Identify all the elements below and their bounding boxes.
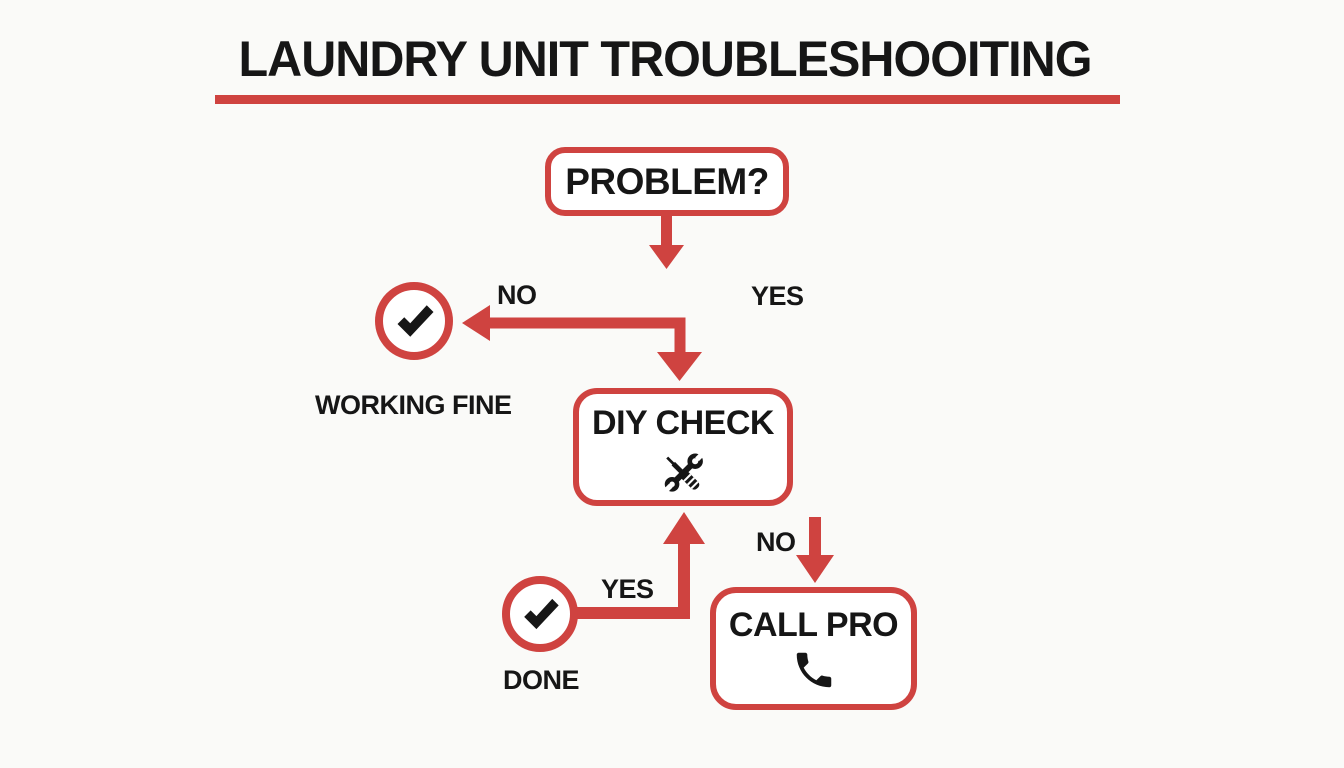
page-title: LAUNDRY UNIT TROUBLESHOOITING [238, 31, 1093, 87]
node-call-pro-label: CALL PRO [728, 606, 899, 644]
edge-label-no-call-pro: NO [756, 527, 796, 557]
node-diy-check-label: DIY CHECK [592, 404, 774, 442]
arrow-problem-down [649, 214, 684, 269]
done-check-circle [502, 576, 578, 652]
working-fine-label: WORKING FINE [315, 390, 512, 420]
node-diy-check: DIY CHECK [573, 388, 793, 506]
title-underline [215, 95, 1120, 104]
arrow-diy-to-callpro [796, 517, 834, 583]
check-icon [524, 598, 559, 630]
edge-label-yes-done: YES [601, 574, 654, 604]
done-label: DONE [503, 665, 580, 695]
phone-icon [796, 652, 831, 688]
arrow-done-to-diy [574, 512, 705, 619]
edge-label-yes-diy: YES [751, 281, 804, 311]
edge-label-no-working-fine: NO [497, 280, 537, 310]
node-problem: PROBLEM? [545, 147, 789, 216]
tools-icon [662, 451, 705, 494]
node-call-pro: CALL PRO [710, 587, 917, 710]
check-icon [397, 305, 434, 337]
working-fine-check-circle [375, 282, 453, 360]
arrow-problem-branch [462, 305, 702, 381]
node-problem-label: PROBLEM? [565, 160, 769, 202]
